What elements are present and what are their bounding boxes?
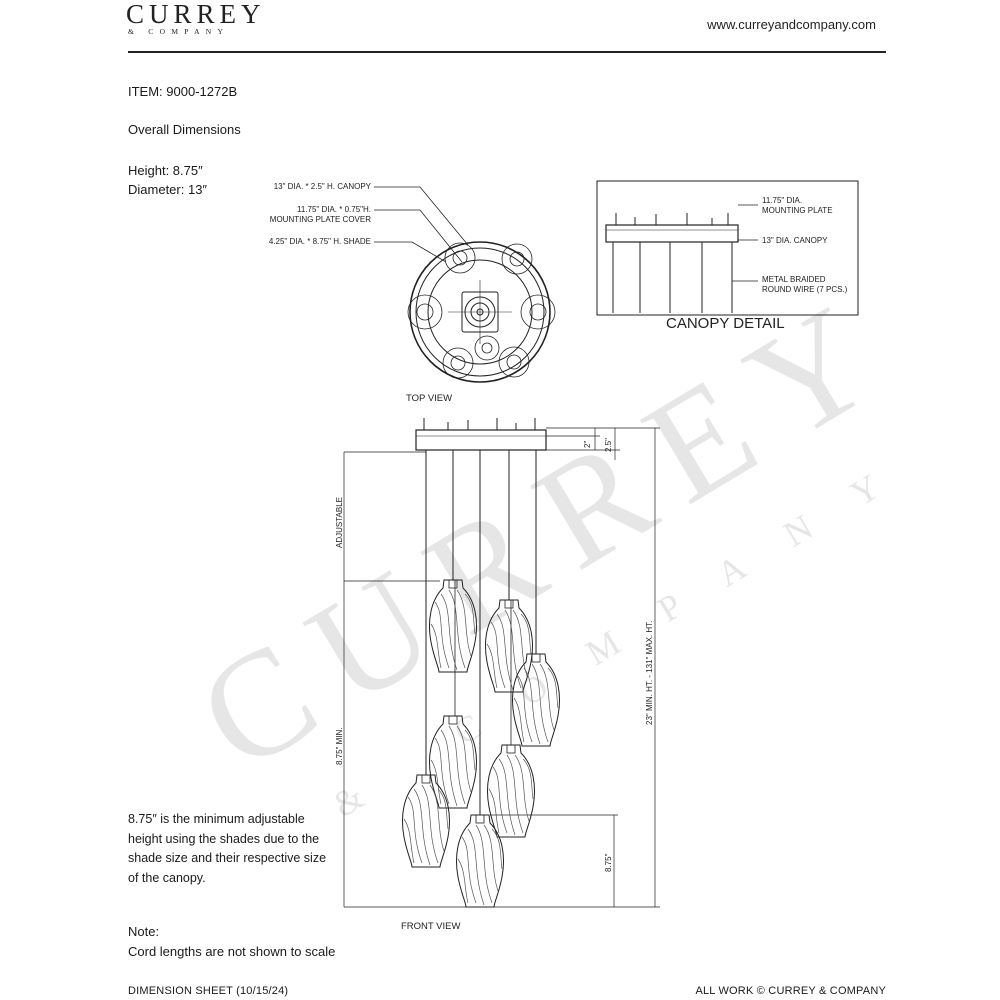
dim-total-height: 23" MIN. HT. - 131" MAX. HT. <box>645 621 654 725</box>
front-view-title: FRONT VIEW <box>401 921 460 932</box>
shade-6 <box>402 774 450 868</box>
logo-sub: & COMPANY <box>128 27 230 36</box>
canopy-label-wire-2: ROUND WIRE (7 PCS.) <box>762 285 848 294</box>
canopy-label-wire-1: METAL BRAIDED <box>762 275 826 284</box>
shade-5 <box>487 744 535 838</box>
canopy-label-canopy: 13" DIA. CANOPY <box>762 236 828 245</box>
watermark: CURREY & COMPANY <box>172 261 931 825</box>
note-title: Note: <box>128 924 160 939</box>
top-view-label-plate-2: MOUNTING PLATE COVER <box>270 215 371 224</box>
shade-7 <box>456 814 504 908</box>
footer-copyright: ALL WORK © CURREY & COMPANY <box>695 985 886 997</box>
top-view-label-plate-1: 11.75" DIA. * 0.75"H. <box>297 205 371 214</box>
dim-2-5: 2.5" <box>604 438 613 452</box>
top-view-label-canopy: 13" DIA. * 2.5" H. CANOPY <box>274 182 372 191</box>
footer-dimension-sheet: DIMENSION SHEET (10/15/24) <box>128 985 289 997</box>
front-view-drawing <box>343 418 660 908</box>
canopy-detail-drawing <box>596 180 859 316</box>
canopy-label-plate-2: MOUNTING PLATE <box>762 206 833 215</box>
website-link[interactable]: www.curreyandcompany.com <box>707 17 876 32</box>
logo-main: CURREY <box>126 0 266 29</box>
overall-dimensions-heading: Overall Dimensions <box>128 122 241 137</box>
dim-min: 8.75" MIN. <box>335 727 344 765</box>
top-view-drawing <box>374 186 556 383</box>
item-number: ITEM: 9000-1272B <box>128 84 238 99</box>
dim-bottom: 8.75" <box>604 853 613 872</box>
top-view-label-shade: 4.25" DIA. * 8.75" H. SHADE <box>269 237 371 246</box>
top-view-title: TOP VIEW <box>406 393 452 404</box>
dim-adjustable: ADJUSTABLE <box>335 497 344 548</box>
adjustable-note: 8.75″ is the minimum adjustable height u… <box>128 812 327 885</box>
dimension-summary: Height: 8.75″ Diameter: 13″ <box>128 161 207 199</box>
dim-2: 2" <box>583 441 592 448</box>
diameter-value: Diameter: 13″ <box>128 182 208 197</box>
height-value: Height: 8.75″ <box>128 163 203 178</box>
header-divider <box>128 51 886 53</box>
note-body: Cord lengths are not shown to scale <box>128 944 336 959</box>
canopy-label-plate-1: 11.75" DIA. <box>762 196 802 205</box>
canopy-detail-title: CANOPY DETAIL <box>666 315 785 332</box>
